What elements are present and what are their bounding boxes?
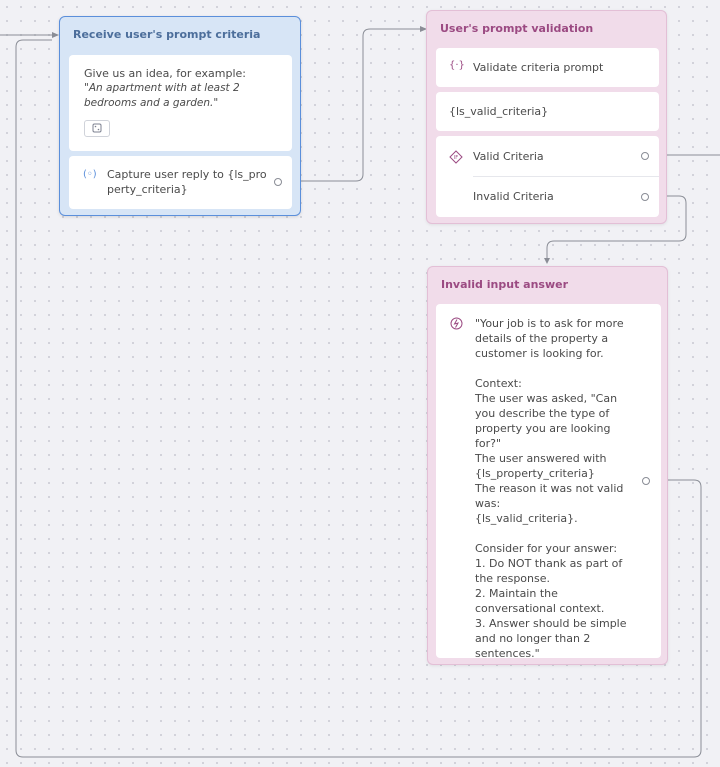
node-title: Receive user's prompt criteria bbox=[73, 28, 261, 41]
validate-label: Validate criteria prompt bbox=[473, 61, 604, 74]
condition-icon: IF bbox=[449, 149, 463, 168]
validate-prompt-card[interactable]: {·} Validate criteria prompt bbox=[436, 48, 659, 87]
arrow-icon bbox=[420, 26, 427, 32]
node-title: Invalid input answer bbox=[441, 278, 569, 291]
condition-card[interactable]: IF Valid Criteria Invalid Criteria bbox=[436, 136, 659, 217]
node-prompt-validation[interactable]: User's prompt validation {·} Validate cr… bbox=[426, 10, 667, 224]
variable-text: {ls_valid_criteria} bbox=[449, 105, 549, 118]
ai-message-card[interactable]: "Your job is to ask for more details of … bbox=[436, 304, 661, 660]
condition-divider bbox=[473, 176, 659, 177]
valid-criteria-label: Valid Criteria bbox=[473, 150, 544, 163]
invalid-criteria-port[interactable] bbox=[641, 193, 649, 201]
node-invalid-input-answer[interactable]: Invalid input answer "Your job is to ask… bbox=[427, 266, 668, 665]
ai-icon bbox=[450, 315, 463, 334]
valid-criteria-port[interactable] bbox=[641, 152, 649, 160]
ai-prompt-message: "Your job is to ask for more details of … bbox=[475, 317, 627, 660]
svg-text:IF: IF bbox=[454, 155, 458, 161]
capture-icon: (◦) bbox=[83, 169, 97, 180]
node-title: User's prompt validation bbox=[440, 22, 594, 35]
answer-output-port[interactable] bbox=[642, 477, 650, 485]
node-receive-criteria[interactable]: Receive user's prompt criteria Give us a… bbox=[59, 16, 301, 216]
arrow-icon bbox=[544, 258, 550, 264]
arrow-icon bbox=[52, 32, 59, 38]
idea-card[interactable]: Give us an idea, for example: "An apartm… bbox=[69, 55, 292, 151]
idea-label: Give us an idea, for example: bbox=[84, 67, 246, 80]
prompt-icon: {·} bbox=[449, 60, 465, 71]
capture-card[interactable]: (◦) Capture user reply to {ls_property_c… bbox=[69, 156, 292, 209]
idea-example: "An apartment with at least 2 bedrooms a… bbox=[84, 82, 240, 109]
capture-output-port[interactable] bbox=[274, 178, 282, 186]
invalid-criteria-label: Invalid Criteria bbox=[473, 190, 554, 203]
variable-card[interactable]: {ls_valid_criteria} bbox=[436, 92, 659, 131]
capture-text: Capture user reply to {ls_property_crite… bbox=[107, 168, 267, 196]
dice-icon[interactable] bbox=[84, 120, 110, 137]
